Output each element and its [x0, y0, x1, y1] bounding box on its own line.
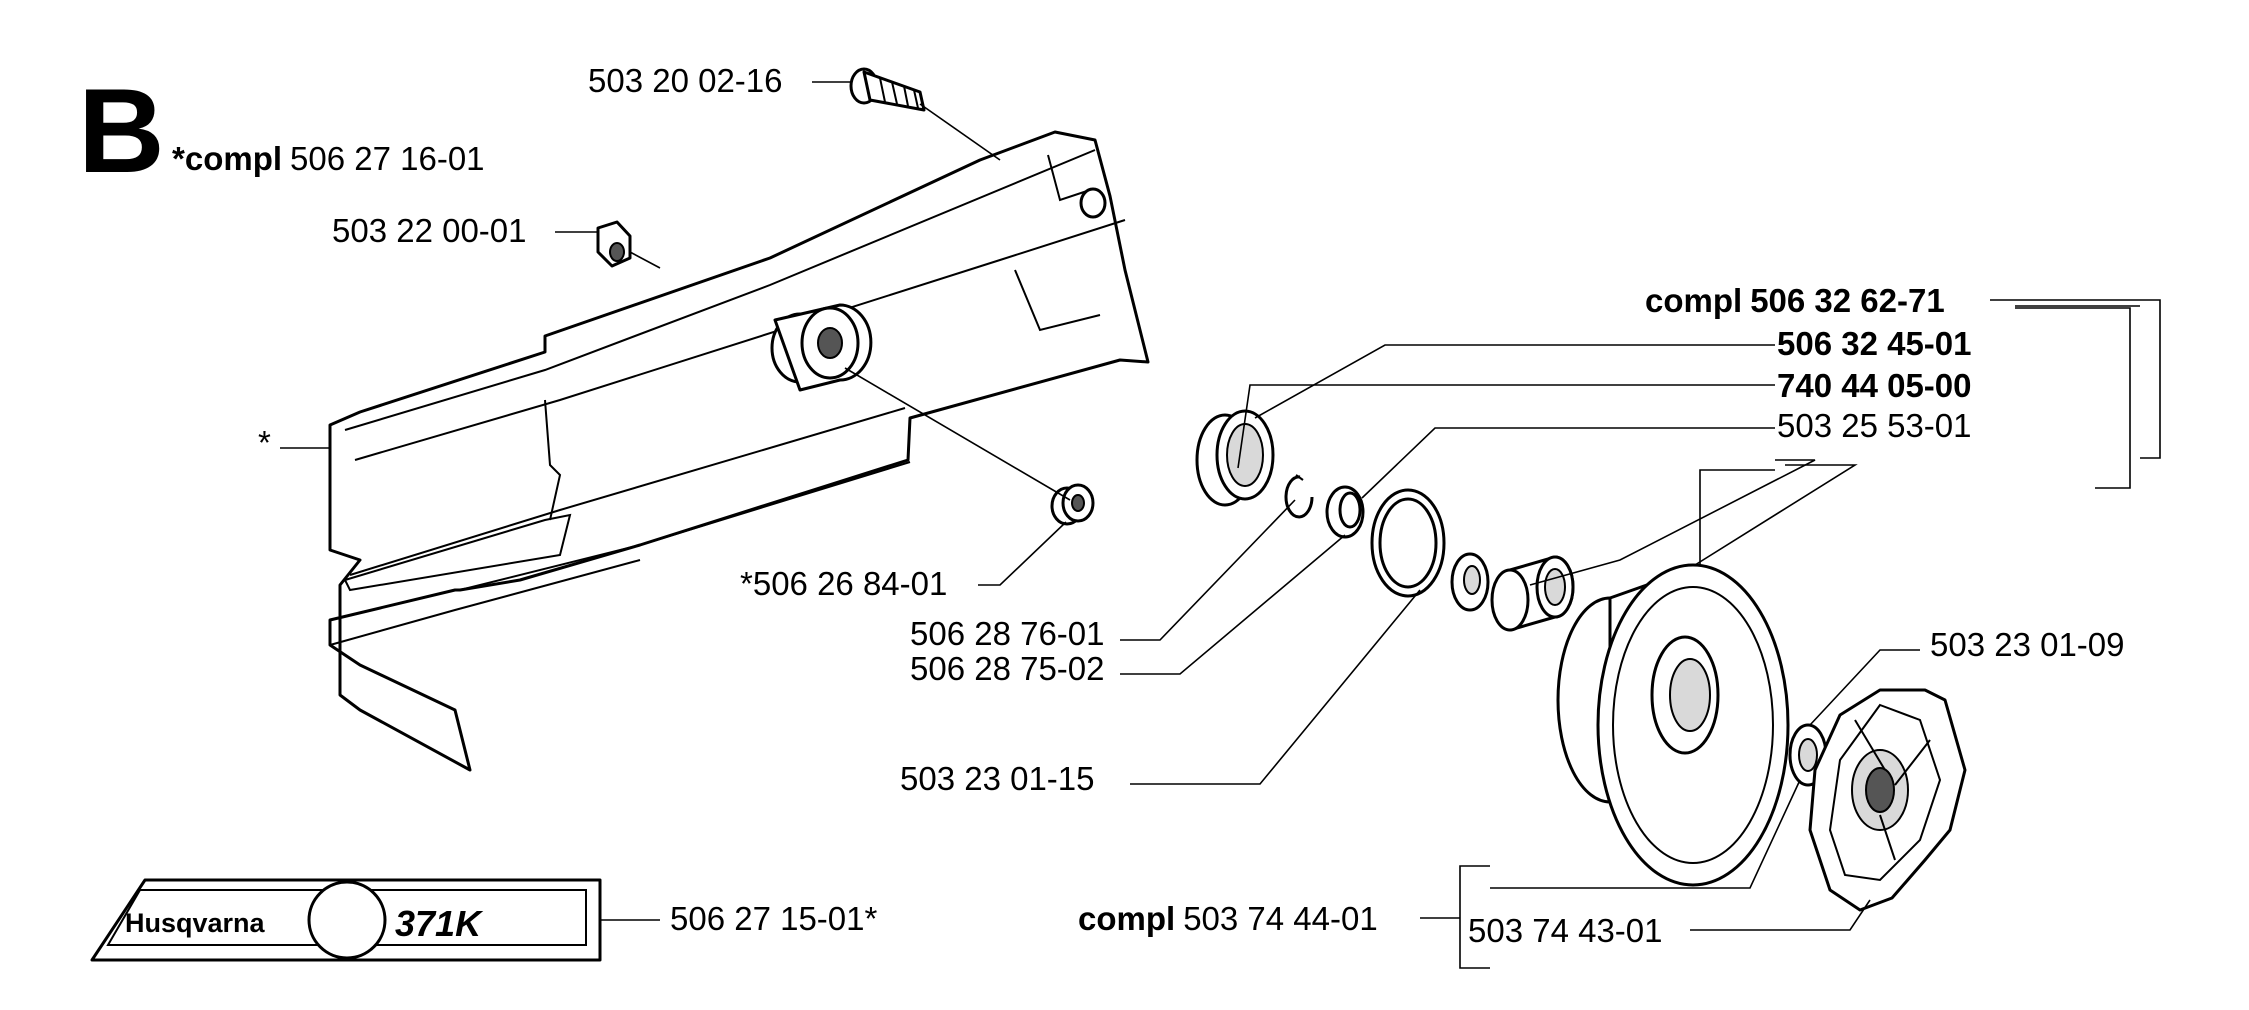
label-drum: 503 25 53-01: [1777, 407, 1972, 444]
label-washer-b: 503 23 01-09: [1930, 626, 2125, 663]
bolt: [849, 67, 926, 112]
label-clutch: 503 74 43-01: [1468, 912, 1663, 949]
label-nut: 503 22 00-01: [332, 212, 527, 249]
label-washer: 503 23 01-15: [900, 760, 1095, 797]
assembly-prefix: *compl: [172, 140, 282, 177]
snap-ring-b: [1325, 485, 1365, 539]
label-ring-a: 506 28 76-01: [910, 615, 1105, 652]
decal-brand: Husqvarna: [125, 908, 266, 938]
cover-hub: [770, 303, 873, 392]
clutch-cover: [328, 130, 1150, 772]
seal: [1195, 409, 1275, 507]
label-bolt: 503 20 02-16: [588, 62, 783, 99]
needle-bearing: [1490, 555, 1575, 632]
thrust-ring: [1370, 488, 1446, 598]
spacer: [1050, 483, 1095, 526]
label-decal: 506 27 15-01*: [670, 900, 878, 937]
washer-small: [1450, 552, 1490, 612]
label-ring-b: 506 28 75-02: [910, 650, 1105, 687]
compl-drum-number: 506 32 62-71: [1750, 282, 1945, 319]
clutch-shoe: [1808, 688, 1967, 912]
nut: [596, 220, 632, 268]
compl-clutch-prefix: compl: [1078, 900, 1175, 937]
decal-circle: [307, 880, 387, 960]
decal: Husqvarna 371K: [90, 878, 602, 962]
decal-model: 371K: [395, 903, 484, 944]
snap-ring-a: [1284, 474, 1314, 519]
clutch-drum: [1556, 563, 1790, 887]
compl-clutch-number: 503 74 44-01: [1183, 900, 1378, 937]
label-star: *: [258, 424, 271, 461]
label-spacer: *506 26 84-01: [740, 565, 947, 602]
label-bearing: 740 44 05-00: [1777, 367, 1972, 404]
assembly-number: 506 27 16-01: [290, 140, 485, 177]
label-seal: 506 32 45-01: [1777, 325, 1972, 362]
compl-drum-prefix: compl: [1645, 282, 1742, 319]
section-letter: B: [78, 64, 165, 198]
